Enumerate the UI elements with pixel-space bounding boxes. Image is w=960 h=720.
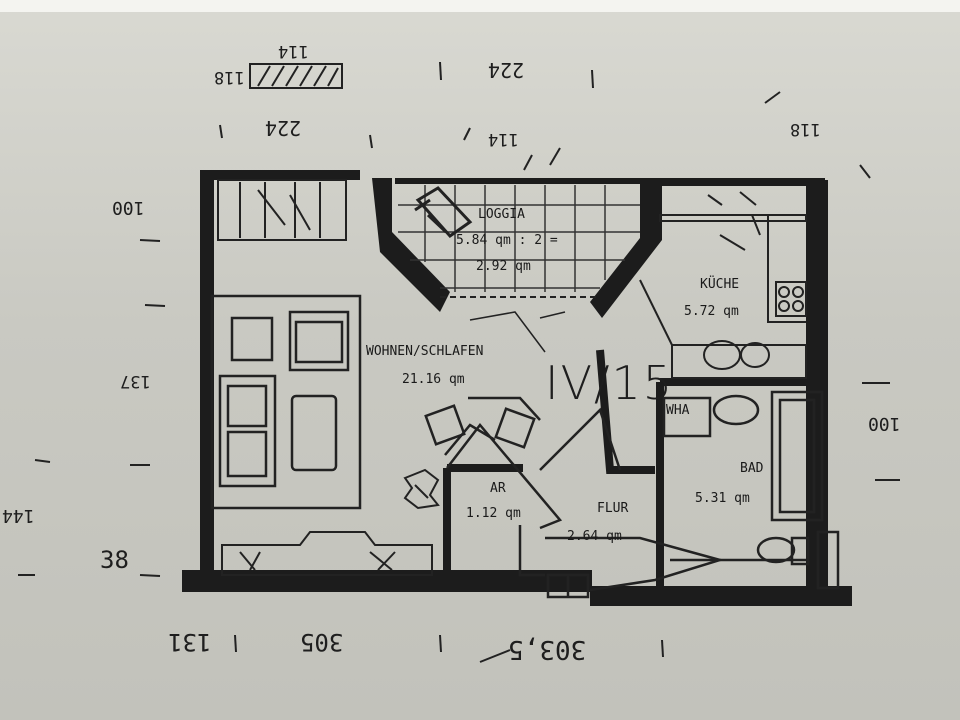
- dim-top-far: 114: [278, 41, 309, 61]
- bottom-bench: [221, 531, 433, 576]
- living-furniture: [210, 294, 362, 510]
- dim-top-left: 118: [214, 67, 245, 87]
- kueche-area: 5.72 qm: [684, 304, 739, 319]
- loggia-area-half: 2.92 qm: [476, 259, 531, 274]
- dim-left-mid: 137: [120, 371, 151, 391]
- dim-top-center: 224: [488, 58, 525, 82]
- dimension-ticks: [18, 61, 900, 663]
- handwritten-marks: [249, 63, 343, 89]
- dim-bottom-2: 305: [300, 628, 344, 656]
- kueche-name: KÜCHE: [700, 277, 740, 292]
- flur-lines: [446, 407, 725, 599]
- paper-edge: [0, 0, 960, 12]
- dining-chairs: [424, 396, 541, 456]
- wohnen-area: 21.16 qm: [402, 372, 465, 387]
- flur-area: 2.64 qm: [567, 529, 622, 544]
- bad-area: 5.31 qm: [695, 491, 750, 506]
- wohnen-name: WOHNEN/SCHLAFEN: [366, 344, 484, 359]
- unit-mark: IV/15: [545, 356, 675, 410]
- dim-left-upper: 100: [112, 197, 145, 218]
- wardrobe: [217, 179, 347, 241]
- plant-icon: [403, 468, 440, 510]
- dim-top-inner2: 114: [488, 129, 519, 149]
- dim-bottom-3: 303,5: [508, 634, 587, 664]
- loggia-area: 5.84 qm : 2 =: [456, 233, 558, 248]
- wha-label: WHA: [666, 403, 690, 418]
- dim-right-mid: 100: [868, 413, 901, 434]
- dim-left-bottom: 38: [100, 546, 129, 574]
- loggia-wall-right: [590, 178, 662, 318]
- loggia-tiles: [398, 185, 640, 292]
- dim-top-right: 118: [790, 119, 821, 139]
- door-swing: [469, 311, 566, 353]
- dim-left-lower: 144: [2, 505, 35, 526]
- loggia-wall-left: [372, 178, 450, 312]
- kitchen-fittings: [639, 191, 807, 379]
- flur-name: FLUR: [597, 501, 629, 516]
- bad-name: BAD: [740, 461, 764, 476]
- dim-bottom-1: 131: [168, 628, 212, 656]
- loggia-chair-icon: [414, 186, 473, 238]
- dim-top-inner: 224: [265, 116, 302, 140]
- loggia-name: LOGGIA: [478, 207, 525, 222]
- ar-area: 1.12 qm: [466, 506, 521, 521]
- interior-walls: [443, 349, 820, 586]
- bathroom-fittings: [662, 390, 840, 590]
- ar-name: AR: [490, 481, 506, 496]
